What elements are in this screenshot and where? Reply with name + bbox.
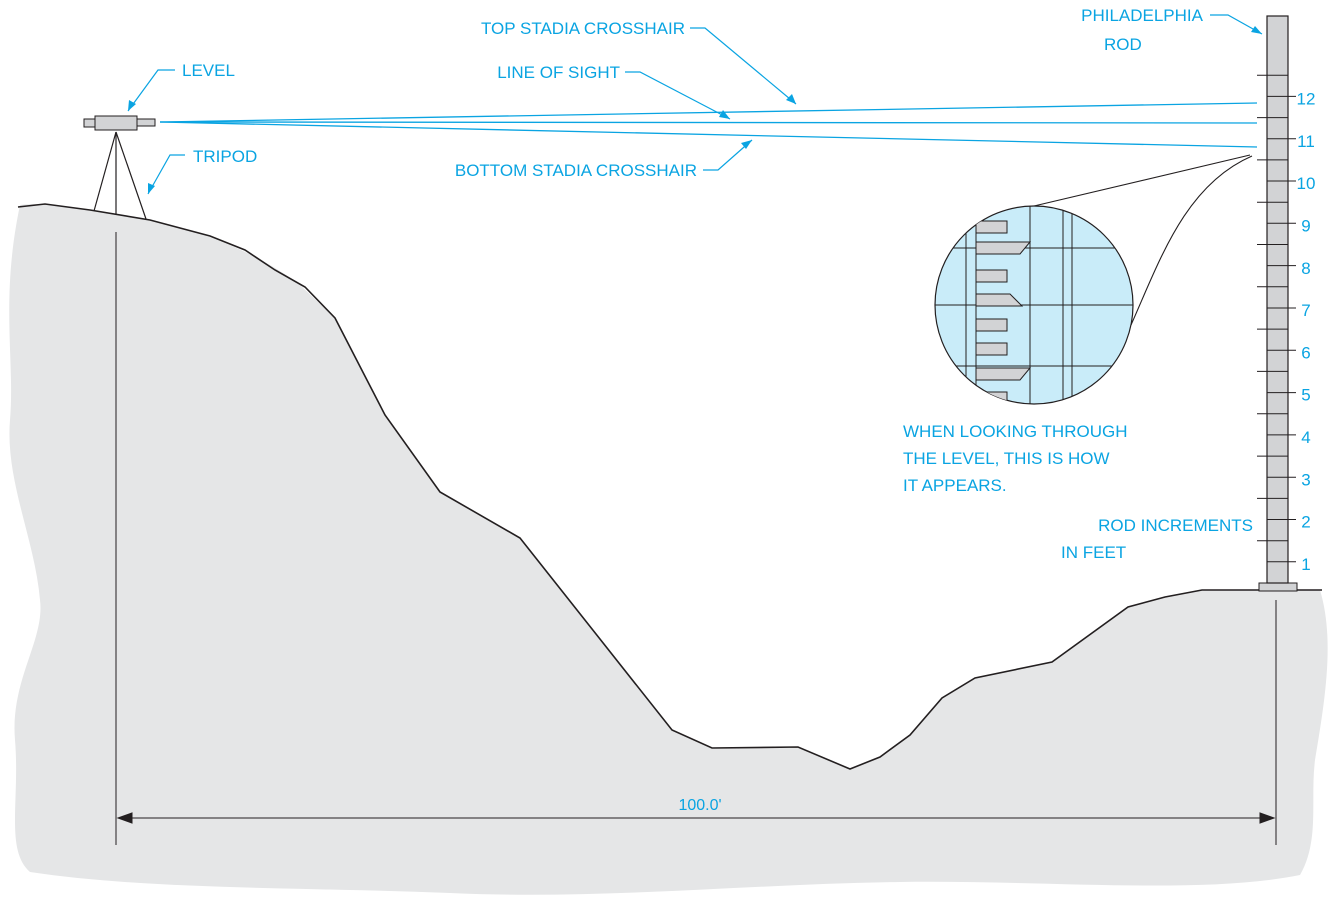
- philadelphia-rod: [1257, 15, 1298, 592]
- top-stadia-line: [159, 102, 1258, 123]
- leader-arrowheads: [128, 26, 1262, 194]
- magnified-view: [934, 154, 1253, 405]
- rod-increments-line1: ROD INCREMENTS: [1098, 516, 1253, 535]
- sight-lines: [159, 102, 1258, 148]
- view-caption-line2: THE LEVEL, THIS IS HOW: [903, 449, 1110, 468]
- rod-tick-label: 6: [1301, 343, 1310, 362]
- rod-label-line1: PHILADELPHIA: [1081, 6, 1204, 25]
- view-caption-line3: IT APPEARS.: [903, 476, 1007, 495]
- distance-label: 100.0': [678, 797, 721, 814]
- rod-tick-label: 8: [1301, 259, 1310, 278]
- line-of-sight-line: [159, 121, 1258, 124]
- rod-tick-label: 10: [1297, 174, 1316, 193]
- rod-tick-label: 7: [1301, 301, 1310, 320]
- level-label: LEVEL: [182, 61, 235, 80]
- top-stadia-label: TOP STADIA CROSSHAIR: [481, 19, 685, 38]
- bottom-stadia-line: [159, 121, 1258, 148]
- line-of-sight-label: LINE OF SIGHT: [497, 63, 620, 82]
- rod-tick-label: 12: [1297, 90, 1316, 109]
- rod-label-line2: ROD: [1104, 35, 1142, 54]
- terrain-background: [9, 203, 1328, 895]
- leader-lines: [127, 14, 1263, 195]
- rod-tick-label: 4: [1301, 428, 1310, 447]
- level-instrument: [83, 115, 156, 131]
- bottom-stadia-label: BOTTOM STADIA CROSSHAIR: [455, 161, 697, 180]
- view-caption-line1: WHEN LOOKING THROUGH: [903, 422, 1127, 441]
- distance-dimension: [115, 232, 1277, 845]
- rod-tick-label: 11: [1297, 132, 1315, 151]
- tripod: [93, 131, 147, 220]
- rod-tick-label: 2: [1301, 513, 1310, 532]
- rod-tick-label: 3: [1301, 470, 1310, 489]
- rod-tick-label: 1: [1301, 555, 1310, 574]
- ground-profile: [17, 203, 1322, 770]
- rod-tick-label: 9: [1301, 217, 1310, 236]
- rod-tick-label: 5: [1301, 386, 1310, 405]
- rod-increments-line2: IN FEET: [1061, 543, 1126, 562]
- tripod-label: TRIPOD: [193, 147, 257, 166]
